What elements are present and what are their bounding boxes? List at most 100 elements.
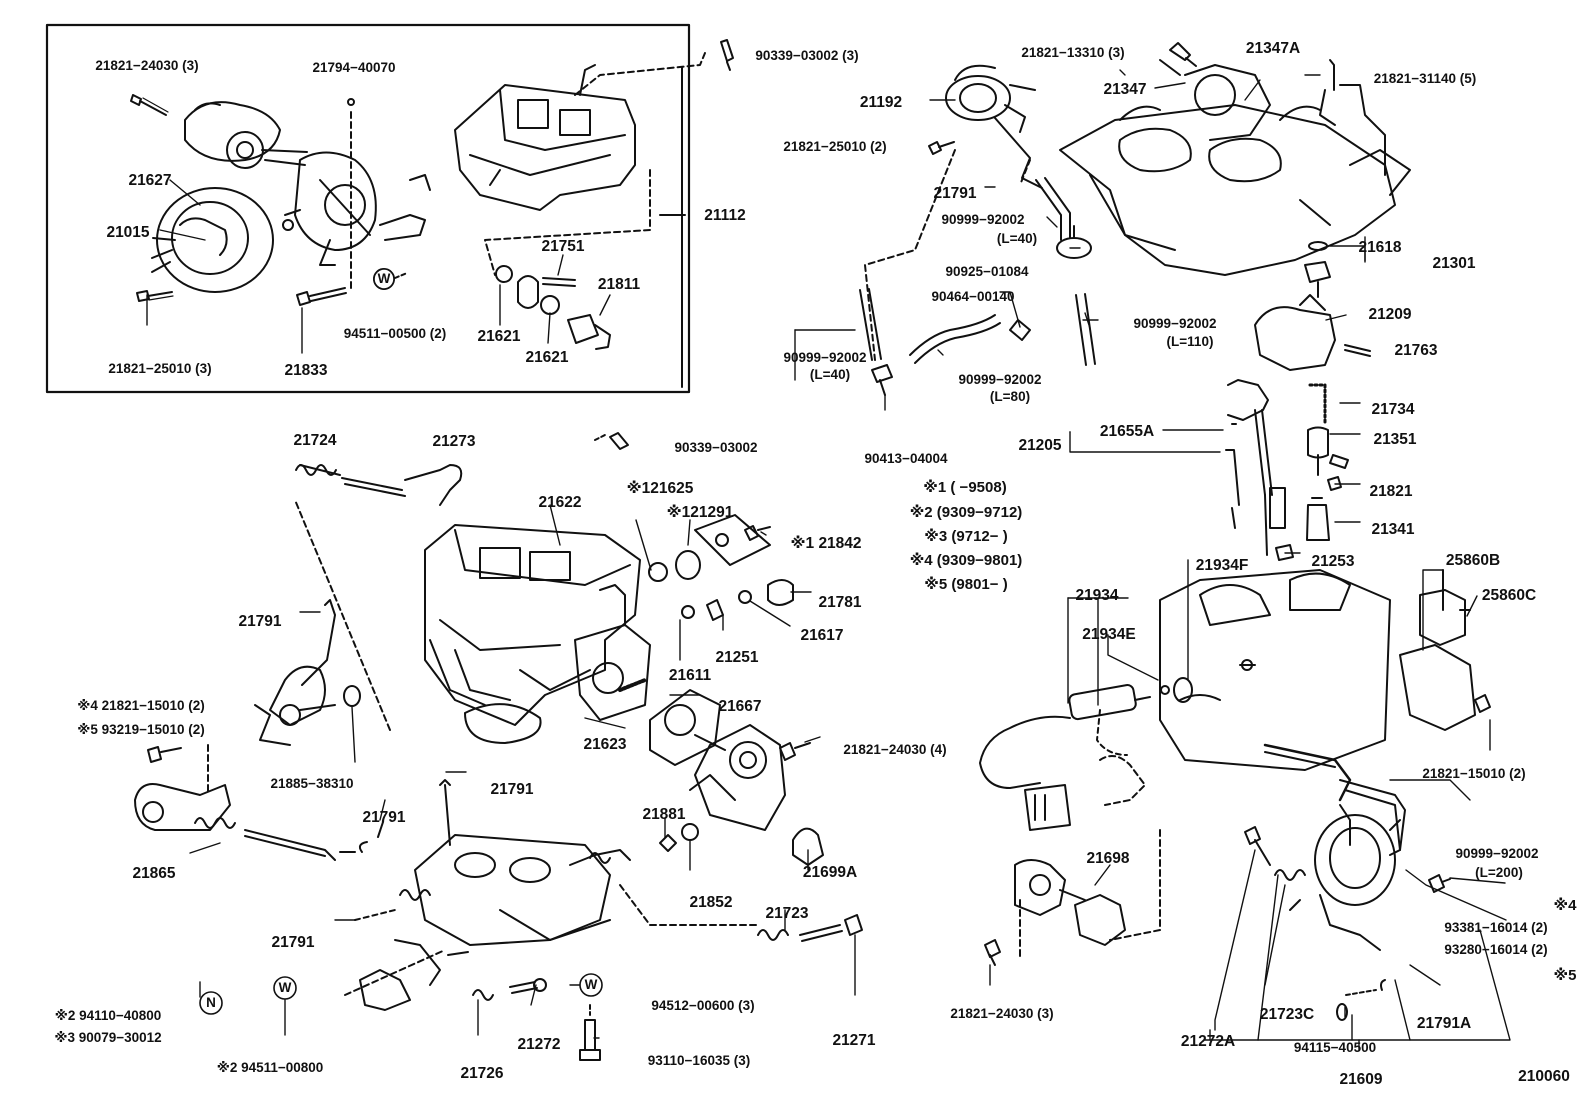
bolt-icon bbox=[136, 290, 174, 302]
part-label: ※3 90079−30012 bbox=[54, 1030, 162, 1045]
throttle-body-icon bbox=[359, 779, 631, 1011]
part-label: (L=40) bbox=[809, 367, 851, 382]
washer-marker: W bbox=[278, 980, 292, 995]
pump-cover-icon bbox=[184, 101, 308, 169]
part-label: 21351 bbox=[1373, 431, 1417, 448]
model-note: ※1 ( −9508) bbox=[923, 479, 1007, 496]
part-label: 21723C bbox=[1259, 1006, 1315, 1023]
bolt-icon bbox=[296, 287, 347, 306]
part-label: (L=200) bbox=[1475, 865, 1523, 880]
part-label: 21667 bbox=[718, 698, 762, 715]
part-label: 21723 bbox=[765, 905, 809, 922]
part-label: 21272A bbox=[1180, 1033, 1236, 1050]
part-label: 21791 bbox=[271, 934, 315, 951]
washer-marker: W bbox=[377, 271, 391, 286]
part-label: 21833 bbox=[284, 362, 328, 379]
part-label: 21821−13310 (3) bbox=[1021, 45, 1125, 60]
part-label: 21253 bbox=[1311, 553, 1355, 570]
part-label: ※5 93219−15010 (2) bbox=[77, 722, 205, 737]
part-label: 21811 bbox=[597, 276, 641, 293]
part-label: 21763 bbox=[1394, 342, 1438, 359]
part-label: 90413−04004 bbox=[864, 451, 948, 466]
part-label: 21821−24030 (3) bbox=[950, 1006, 1054, 1021]
part-label: 21609 bbox=[1339, 1071, 1383, 1088]
part-label: 21699A bbox=[802, 864, 858, 881]
part-label: 21791 bbox=[362, 809, 406, 826]
part-label: 21934 bbox=[1075, 587, 1119, 604]
part-label: ※121291 bbox=[666, 504, 734, 521]
part-label: 21821−24030 (4) bbox=[843, 742, 947, 757]
solenoid-icon bbox=[1254, 294, 1336, 371]
part-label: 21209 bbox=[1368, 306, 1412, 323]
part-label: ※2 94110−40800 bbox=[54, 1008, 162, 1023]
nut-marker: N bbox=[206, 995, 216, 1010]
part-label: 21934F bbox=[1195, 557, 1249, 574]
part-label: 21623 bbox=[583, 736, 627, 753]
part-label: 90999−92002 bbox=[958, 372, 1042, 387]
part-label: 21301 bbox=[1432, 255, 1476, 272]
part-label: 21751 bbox=[541, 238, 585, 255]
part-label: 21852 bbox=[689, 894, 733, 911]
part-label: (L=80) bbox=[989, 389, 1031, 404]
part-label: 21821−15010 (2) bbox=[1422, 766, 1526, 781]
part-label: 21015 bbox=[106, 224, 150, 241]
part-label: 21251 bbox=[715, 649, 759, 666]
fuel-pump-icon bbox=[979, 684, 1151, 831]
carburetor-body-icon bbox=[424, 524, 641, 726]
part-label: 21627 bbox=[128, 172, 172, 189]
part-label: 21611 bbox=[668, 667, 712, 684]
part-label: 21698 bbox=[1086, 850, 1130, 867]
part-label: 21791 bbox=[238, 613, 282, 630]
part-label: 90925−01084 bbox=[945, 264, 1029, 279]
part-label: 21791 bbox=[933, 185, 977, 202]
part-label: 21621 bbox=[525, 349, 569, 366]
model-note: ※4 bbox=[1553, 897, 1577, 914]
part-label: 21881 bbox=[642, 806, 686, 823]
part-label: 21618 bbox=[1358, 239, 1402, 256]
part-label: 93381−16014 (2) bbox=[1444, 920, 1548, 935]
part-label: 21271 bbox=[832, 1032, 876, 1049]
part-label: 90464−00140 bbox=[931, 289, 1015, 304]
part-label: 21821−25010 (2) bbox=[783, 139, 887, 154]
part-label: 21347 bbox=[1103, 81, 1147, 98]
part-label: 21934E bbox=[1082, 626, 1136, 643]
cam-plate-icon bbox=[282, 151, 431, 266]
part-label: 90339−03002 (3) bbox=[755, 48, 859, 63]
part-label: 21112 bbox=[704, 207, 746, 224]
part-label: 21273 bbox=[432, 433, 476, 450]
diaphragm-actuator-icon bbox=[1289, 804, 1401, 951]
vacuum-actuator-icon bbox=[945, 64, 1043, 189]
part-label: ※121625 bbox=[626, 480, 694, 497]
carburetor-top-icon bbox=[454, 64, 636, 211]
part-label: 21347A bbox=[1245, 40, 1301, 57]
part-label: 21865 bbox=[132, 865, 176, 882]
part-label: 21617 bbox=[800, 627, 844, 644]
part-label: 90339−03002 bbox=[674, 440, 758, 455]
model-note: ※5 (9801− ) bbox=[924, 576, 1008, 593]
part-label: 94511−00500 (2) bbox=[343, 326, 447, 341]
part-label: 21655A bbox=[1099, 423, 1155, 440]
part-label: 21791A bbox=[1416, 1015, 1472, 1032]
part-label: 90999−92002 bbox=[1455, 846, 1539, 861]
part-label: 25860C bbox=[1481, 587, 1537, 604]
part-label: 93280−16014 (2) bbox=[1444, 942, 1548, 957]
part-label: 93110−16035 (3) bbox=[647, 1053, 751, 1068]
bolt-icon bbox=[928, 141, 955, 155]
part-label: 90999−92002 bbox=[941, 212, 1025, 227]
part-label: 21885−38310 bbox=[270, 776, 354, 791]
part-label: 21272 bbox=[517, 1036, 561, 1053]
part-label: 90999−92002 bbox=[783, 350, 867, 365]
part-label: 21821−31140 (5) bbox=[1373, 71, 1477, 86]
diaphragm-icon bbox=[151, 187, 274, 293]
part-label: 94512−00600 (3) bbox=[651, 998, 755, 1013]
model-note: ※4 (9309−9801) bbox=[909, 552, 1023, 569]
part-label: 94115−40500 bbox=[1293, 1040, 1377, 1055]
part-label: ※2 94511−00800 bbox=[216, 1060, 324, 1075]
part-label: ※1 21842 bbox=[790, 535, 862, 552]
part-label: 21622 bbox=[538, 494, 582, 511]
engine-block-icon bbox=[1159, 569, 1391, 771]
part-label: ※4 21821−15010 (2) bbox=[77, 698, 205, 713]
part-label: 21341 bbox=[1371, 521, 1415, 538]
dash-pot-icon bbox=[1014, 859, 1126, 946]
